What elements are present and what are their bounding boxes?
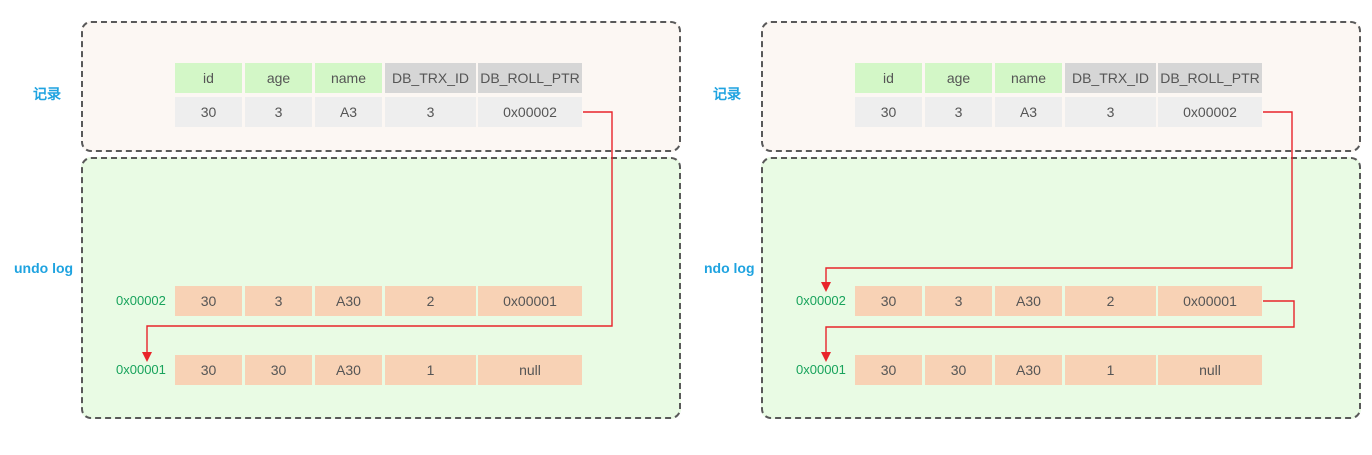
header-db-roll-ptr: DB_ROLL_PTR xyxy=(478,63,582,93)
record-cell-name: A3 xyxy=(995,97,1062,127)
undo-log-label: undo log xyxy=(14,260,74,276)
header-db-roll-ptr: DB_ROLL_PTR xyxy=(1158,63,1262,93)
undo-row1-name: A30 xyxy=(995,286,1062,316)
undo-row2-db-trx-id: 1 xyxy=(385,355,476,385)
undo-row1-age: 3 xyxy=(925,286,992,316)
header-age: age xyxy=(925,63,992,93)
undo-row2-id: 30 xyxy=(175,355,242,385)
undo-row2-age: 30 xyxy=(245,355,312,385)
record-cell-age: 3 xyxy=(925,97,992,127)
undo-row1-id: 30 xyxy=(855,286,922,316)
header-name: name xyxy=(995,63,1062,93)
header-age: age xyxy=(245,63,312,93)
undo-row1-db-trx-id: 2 xyxy=(1065,286,1156,316)
undo-row2-name: A30 xyxy=(995,355,1062,385)
header-db-trx-id: DB_TRX_ID xyxy=(1065,63,1156,93)
header-db-trx-id: DB_TRX_ID xyxy=(385,63,476,93)
undo-address-1: 0x00002 xyxy=(796,293,846,308)
record-cell-db-trx-id: 3 xyxy=(1065,97,1156,127)
record-cell-db-roll-ptr: 0x00002 xyxy=(1158,97,1262,127)
record-cell-id: 30 xyxy=(855,97,922,127)
undo-row2-db-roll-ptr: null xyxy=(1158,355,1262,385)
undo-row2-name: A30 xyxy=(315,355,382,385)
undo-row2-db-roll-ptr: null xyxy=(478,355,582,385)
header-id: id xyxy=(855,63,922,93)
undo-row2-age: 30 xyxy=(925,355,992,385)
record-label: 记录 xyxy=(33,86,61,102)
record-label: 记录 xyxy=(713,86,741,102)
undo-row1-db-roll-ptr: 0x00001 xyxy=(1158,286,1262,316)
undo-address-2: 0x00001 xyxy=(796,362,846,377)
header-name: name xyxy=(315,63,382,93)
undo-address-2: 0x00001 xyxy=(116,362,166,377)
panel-left: 记录 undo log id age name DB_TRX_ID DB_ROL… xyxy=(14,21,681,419)
undo-row2-db-trx-id: 1 xyxy=(1065,355,1156,385)
undo-row2-id: 30 xyxy=(855,355,922,385)
undo-log-label: ndo log xyxy=(704,260,755,276)
header-id: id xyxy=(175,63,242,93)
